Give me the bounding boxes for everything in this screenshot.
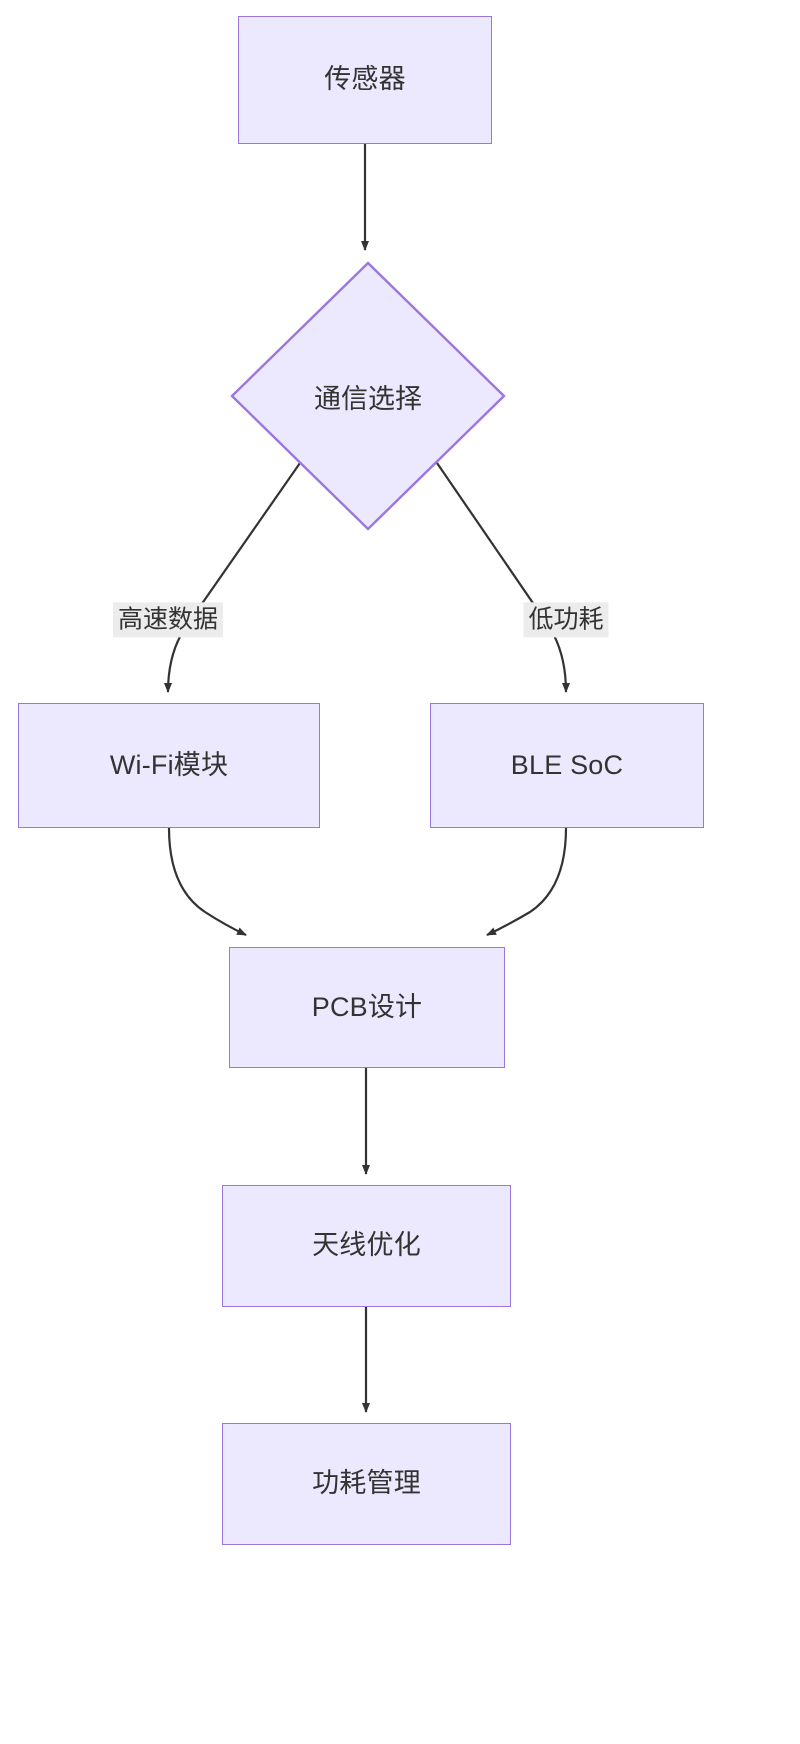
edge-label-low-power-text: 低功耗 <box>528 605 604 634</box>
node-sensor[interactable]: 传感器 <box>238 16 492 144</box>
node-antenna-optimization[interactable]: 天线优化 <box>222 1185 511 1307</box>
edge-label-high-speed-data: 高速数据 <box>112 602 224 638</box>
node-comm-decision-label: 通信选择 <box>314 383 422 414</box>
edge-label-low-power: 低功耗 <box>523 602 609 638</box>
node-sensor-label: 传感器 <box>324 64 406 95</box>
node-ble-soc-label: BLE SoC <box>510 749 624 780</box>
diamond-shape-icon <box>230 261 506 531</box>
edge-ble-to-pcb <box>486 827 568 936</box>
node-ble-soc[interactable]: BLE SoC <box>430 703 704 828</box>
node-power-management[interactable]: 功耗管理 <box>222 1423 511 1545</box>
node-comm-decision[interactable]: 通信选择 <box>230 261 506 531</box>
node-pcb-design[interactable]: PCB设计 <box>229 947 505 1068</box>
node-power-management-label: 功耗管理 <box>312 1468 421 1499</box>
edge-label-high-speed-data-text: 高速数据 <box>117 605 219 634</box>
node-wifi-module[interactable]: Wi-Fi模块 <box>18 703 320 828</box>
node-pcb-design-label: PCB设计 <box>311 991 423 1022</box>
node-antenna-optimization-label: 天线优化 <box>312 1230 421 1261</box>
edge-wifi-to-pcb <box>167 827 247 936</box>
node-wifi-module-label: Wi-Fi模块 <box>109 749 229 780</box>
